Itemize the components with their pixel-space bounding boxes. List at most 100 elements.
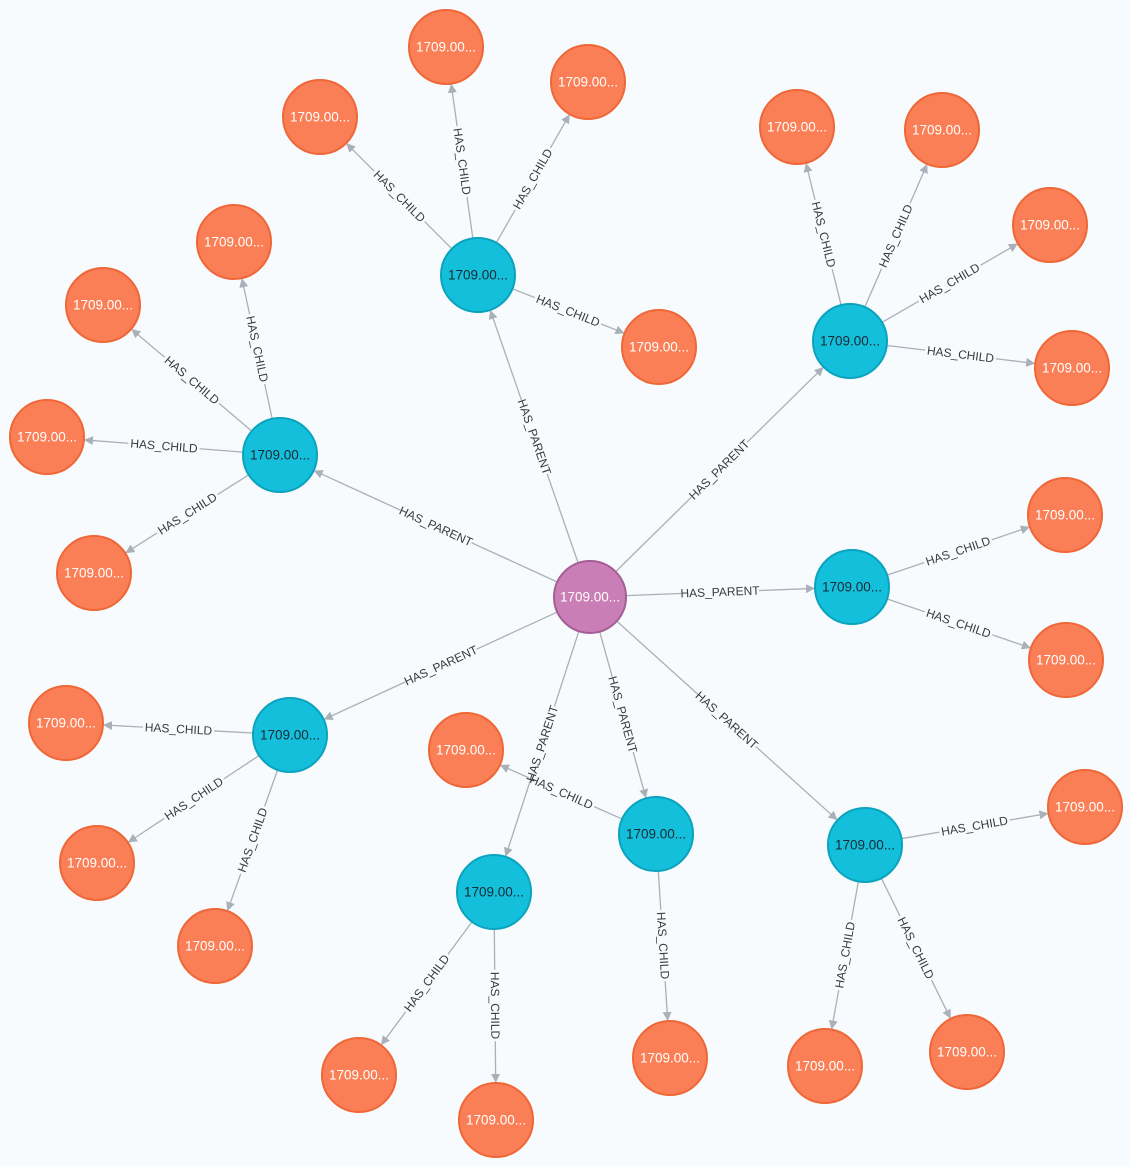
relationship-line [217, 474, 250, 496]
relationship-label: HAS_CHILD [130, 436, 199, 455]
relationship-p5-c15[interactable]: HAS_CHILD [103, 720, 254, 738]
child-node-c12[interactable]: 1709.00... [1034, 330, 1110, 406]
node-circle [1012, 187, 1088, 263]
child-node-c23[interactable]: 1709.00... [929, 1014, 1005, 1090]
child-node-c8[interactable]: 1709.00... [621, 309, 697, 385]
child-node-c22[interactable]: 1709.00... [787, 1028, 863, 1104]
child-node-c5[interactable]: 1709.00... [282, 79, 358, 155]
node-circle [814, 549, 890, 625]
relationship-p6-c18[interactable]: HAS_CHILD [499, 764, 623, 820]
node-label: 1709.00... [290, 110, 350, 125]
child-node-c14[interactable]: 1709.00... [1028, 622, 1104, 698]
child-node-c9[interactable]: 1709.00... [759, 89, 835, 165]
relationship-arrow [549, 114, 570, 149]
relationship-p3-c10[interactable]: HAS_CHILD [864, 164, 928, 308]
child-node-c13[interactable]: 1709.00... [1027, 477, 1103, 553]
child-node-c7[interactable]: 1709.00... [550, 44, 626, 120]
relationship-p6-c19[interactable]: HAS_CHILD [654, 870, 672, 1021]
node-label: 1709.00... [629, 340, 689, 355]
relationship-label: HAS_CHILD [876, 202, 916, 270]
child-node-c3[interactable]: 1709.00... [9, 399, 85, 475]
relationship-line [424, 221, 453, 250]
relationship-root-p2[interactable]: HAS_PARENT [488, 310, 579, 564]
relationship-root-p1[interactable]: HAS_PARENT [313, 470, 558, 583]
node-circle [65, 267, 141, 343]
child-node-c20[interactable]: 1709.00... [321, 1037, 397, 1113]
child-node-c4[interactable]: 1709.00... [56, 535, 132, 611]
parent-node-p6[interactable]: 1709.00... [618, 796, 694, 872]
relationship-line [476, 611, 558, 650]
relationship-arrow [125, 532, 158, 554]
relationship-root-p7[interactable]: HAS_PARENT [503, 631, 580, 857]
parent-node-p4[interactable]: 1709.00... [814, 549, 890, 625]
relationship-label: HAS_PARENT [515, 397, 554, 477]
relationship-p8-c22[interactable]: HAS_CHILD [828, 881, 860, 1030]
node-label: 1709.00... [1036, 653, 1096, 668]
node-circle [440, 237, 516, 313]
node-label: 1709.00... [416, 40, 476, 55]
child-node-c10[interactable]: 1709.00... [904, 92, 980, 168]
relationship-root-p8[interactable]: HAS_PARENT [616, 620, 838, 821]
relationship-p3-c9[interactable]: HAS_CHILD [803, 163, 842, 306]
relationship-arrow [600, 323, 625, 335]
relationship-p1-c3[interactable]: HAS_CHILD [83, 436, 244, 456]
child-node-c15[interactable]: 1709.00... [28, 685, 104, 761]
relationship-p2-c5[interactable]: HAS_CHILD [346, 143, 453, 250]
child-node-c1[interactable]: 1709.00... [196, 204, 272, 280]
parent-node-p7[interactable]: 1709.00... [456, 854, 532, 930]
relationship-line [471, 542, 558, 583]
relationship-p8-c24[interactable]: HAS_CHILD [901, 810, 1049, 840]
relationship-p3-c11[interactable]: HAS_CHILD [881, 243, 1018, 323]
relationship-line [264, 383, 273, 419]
relationship-p2-c7[interactable]: HAS_CHILD [495, 114, 570, 244]
relationship-root-p5[interactable]: HAS_PARENT [323, 611, 558, 720]
child-node-c24[interactable]: 1709.00... [1047, 769, 1123, 845]
parent-node-p5[interactable]: 1709.00... [252, 697, 328, 773]
root-node-root[interactable]: 1709.00... [553, 560, 627, 634]
relationship-p2-c8[interactable]: HAS_CHILD [512, 288, 625, 335]
relationship-arrow [499, 764, 530, 779]
parent-node-p1[interactable]: 1709.00... [242, 417, 318, 493]
relationship-p7-c20[interactable]: HAS_CHILD [381, 921, 473, 1046]
relationship-arrow [992, 634, 1031, 650]
relationship-p4-c13[interactable]: HAS_CHILD [886, 525, 1030, 576]
child-node-c21[interactable]: 1709.00... [458, 1082, 534, 1158]
node-circle [282, 79, 358, 155]
relationship-p3-c12[interactable]: HAS_CHILD [886, 343, 1036, 367]
relationship-p1-c4[interactable]: HAS_CHILD [125, 474, 250, 554]
child-node-c2[interactable]: 1709.00... [65, 267, 141, 343]
relationship-arrow [131, 328, 166, 358]
relationship-p2-c6[interactable]: HAS_CHILD [447, 83, 474, 239]
node-label: 1709.00... [250, 448, 310, 463]
relationship-p1-c1[interactable]: HAS_CHILD [239, 278, 273, 419]
node-circle [9, 399, 85, 475]
relationship-p5-c16[interactable]: HAS_CHILD [127, 754, 260, 843]
child-node-c11[interactable]: 1709.00... [1012, 187, 1088, 263]
relationship-line [864, 268, 883, 308]
parent-node-p3[interactable]: 1709.00... [812, 303, 888, 379]
relationship-label: HAS_PARENT [686, 436, 753, 502]
relationship-line [615, 496, 692, 573]
relationship-root-p3[interactable]: HAS_PARENT [615, 367, 824, 573]
relationship-p7-c21[interactable]: HAS_CHILD [488, 928, 503, 1083]
relationship-label: HAS_PARENT [523, 703, 561, 783]
relationship-p1-c2[interactable]: HAS_CHILD [131, 328, 253, 432]
relationship-root-p6[interactable]: HAS_PARENT [599, 631, 648, 799]
parent-node-p2[interactable]: 1709.00... [440, 237, 516, 313]
child-node-c16[interactable]: 1709.00... [59, 825, 135, 901]
child-node-c18[interactable]: 1709.00... [428, 712, 504, 788]
child-node-c6[interactable]: 1709.00... [408, 9, 484, 85]
relationship-line [495, 209, 516, 244]
relationship-label: HAS_CHILD [155, 490, 220, 538]
relationship-p4-c14[interactable]: HAS_CHILD [886, 598, 1031, 650]
relationship-p8-c23[interactable]: HAS_CHILD [880, 877, 951, 1019]
child-node-c17[interactable]: 1709.00... [177, 908, 253, 984]
relationship-root-p4[interactable]: HAS_PARENT [625, 584, 815, 601]
relationship-label: HAS_CHILD [895, 915, 937, 982]
node-circle [28, 685, 104, 761]
parent-node-p8[interactable]: 1709.00... [827, 807, 903, 883]
relationship-line [466, 196, 474, 239]
child-node-c19[interactable]: 1709.00... [632, 1020, 708, 1096]
relationship-p5-c17[interactable]: HAS_CHILD [226, 769, 279, 912]
